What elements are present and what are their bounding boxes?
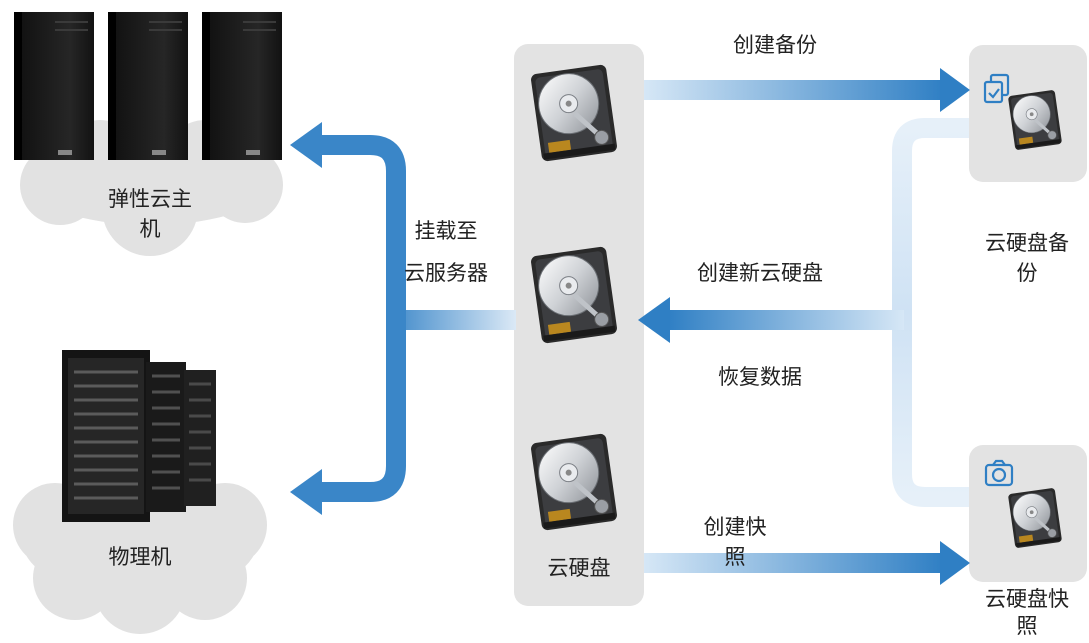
create-backup-arrow: [644, 68, 970, 112]
cloud-disk-label: 云硬盘: [547, 556, 611, 580]
hard-disk-icon: [1006, 486, 1064, 550]
restore-bracket: [892, 118, 969, 507]
mount-arrow: [290, 122, 516, 515]
elastic-host-label-line1: 弹性云主: [108, 187, 192, 211]
create-backup-label: 创建备份: [733, 33, 817, 57]
disk-snapshot-label-line2: 照: [1016, 614, 1038, 638]
mount-label-line1: 挂载至: [414, 219, 478, 243]
disk-backup-label: 云硬盘备 份: [966, 228, 1088, 288]
create-snapshot-label-line1: 创建快: [703, 515, 767, 539]
camera-icon: [984, 459, 1014, 487]
disk-backup-label-line2: 份: [1016, 261, 1038, 285]
create-new-disk-label: 创建新云硬盘: [697, 261, 823, 285]
mount-label: 挂载至 云服务器: [386, 216, 506, 288]
disk-snapshot-label-line1: 云硬盘快: [985, 587, 1069, 611]
hard-disk-icon: [530, 433, 618, 531]
create-snapshot-label: 创建快 照: [680, 512, 790, 572]
elastic-host-label: 弹性云主 机: [90, 184, 210, 244]
elastic-host-label-line2: 机: [139, 217, 161, 241]
create-snapshot-label-line2: 照: [724, 545, 746, 569]
physical-machine-label: 物理机: [108, 545, 172, 569]
mount-label-line2: 云服务器: [404, 261, 488, 285]
disk-backup-label-line1: 云硬盘备: [985, 231, 1069, 255]
hard-disk-icon: [1006, 88, 1064, 152]
tower-server-icon: [14, 12, 94, 160]
create-snapshot-arrow: [644, 541, 970, 585]
disk-snapshot-label: 云硬盘快 照: [966, 584, 1088, 641]
hard-disk-icon: [530, 64, 618, 162]
tower-server-icon: [108, 12, 188, 160]
create-new-disk-arrow: [638, 297, 904, 343]
rack-server-icon: [62, 350, 216, 522]
tower-server-icon: [202, 12, 282, 160]
backup-copy-icon: [983, 73, 1010, 104]
hard-disk-icon: [530, 246, 618, 344]
restore-data-label: 恢复数据: [718, 365, 802, 389]
